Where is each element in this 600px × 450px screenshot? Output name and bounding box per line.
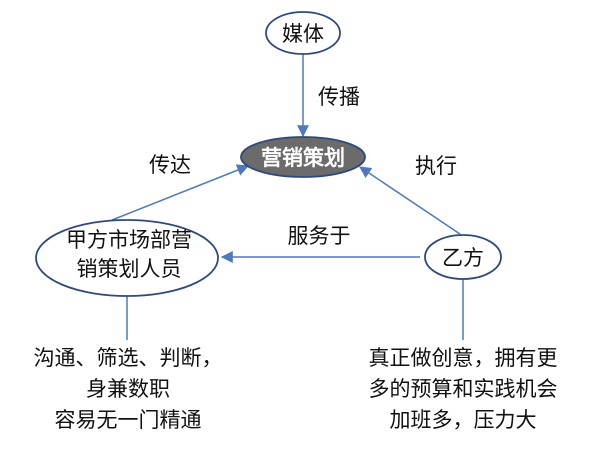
edge-label-spread: 传播 bbox=[318, 85, 360, 109]
edge-label-convey: 传达 bbox=[149, 153, 191, 177]
node-agency-label: 乙方 bbox=[442, 246, 484, 270]
node-center-label: 营销策划 bbox=[261, 146, 345, 170]
node-agency bbox=[424, 234, 502, 280]
node-media-label: 媒体 bbox=[282, 22, 324, 46]
node-client-label-line1: 甲方市场部营 bbox=[66, 228, 192, 252]
client-note-line2: 身兼数职 bbox=[86, 377, 170, 401]
node-center bbox=[240, 136, 366, 178]
agency-note-line3: 加班多，压力大 bbox=[390, 408, 537, 432]
node-client bbox=[35, 219, 219, 297]
edge-label-execute: 执行 bbox=[415, 154, 457, 178]
node-client-label-line2: 销策划人员 bbox=[77, 257, 182, 281]
client-note-line3: 容易无一门精通 bbox=[55, 408, 202, 432]
agency-note-line1: 真正做创意，拥有更 bbox=[369, 346, 558, 370]
edge-label-serve: 服务于 bbox=[288, 224, 351, 248]
client-note-line1: 沟通、筛选、判断， bbox=[34, 346, 223, 370]
node-media bbox=[265, 11, 341, 55]
edge-agency-to-center bbox=[359, 166, 461, 235]
edge-client-to-center bbox=[111, 164, 250, 221]
agency-note-line2: 多的预算和实践机会 bbox=[369, 377, 558, 401]
